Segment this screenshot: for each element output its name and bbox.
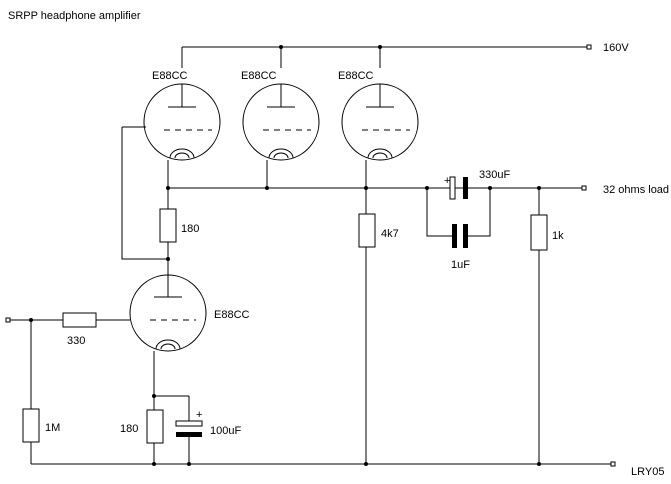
output-load-label: 32 ohms load [603,184,669,196]
supply-voltage-label: 160V [603,42,629,54]
grid-bias-wire [121,127,168,260]
output-capacitor-1uf: 1uF [426,188,491,271]
resistor-1m-label: 1M [45,422,60,434]
capacitor-100uf: + 100uF [175,396,241,464]
output-capacitor-330uf: + 330uF [444,169,510,200]
author-signature: LRY05 [631,466,664,478]
schematic-title: SRPP headphone amplifier [8,10,141,22]
capacitor-100uf-label: 100uF [210,425,241,437]
tube-bottom: E88CC [129,259,250,410]
resistor-180-upper-label: 180 [181,223,199,235]
cathode-bus: 32 ohms load [166,184,669,196]
capacitor-330uf-label: 330uF [479,169,510,181]
input-section: 330 [5,312,130,347]
capacitor-100uf-plus: + [196,409,202,421]
input-terminal [5,317,11,323]
tube-top-1: E88CC [143,70,221,188]
output-terminal [581,185,587,191]
tube-top-2: E88CC [241,70,320,188]
resistor-1k: 1k [530,188,564,464]
resistor-180-upper: 180 [159,188,199,261]
resistor-1m: 1M [22,320,60,464]
tube-top-3-label: E88CC [338,70,374,82]
resistor-330-label: 330 [67,335,85,347]
ground-rail [31,461,616,467]
resistor-4k7-label: 4k7 [381,228,399,240]
tube-top-2-label: E88CC [241,70,277,82]
resistor-1k-label: 1k [552,230,564,242]
tube-top-3: E88CC [338,70,419,188]
tube-top-1-label: E88CC [152,70,188,82]
resistor-180-lower: 180 [120,409,164,464]
tube-bottom-label: E88CC [214,309,250,321]
capacitor-330uf-plus: + [444,175,450,187]
capacitor-1uf-label: 1uF [451,259,470,271]
supply-rail: 160V [181,42,629,68]
resistor-180-lower-label: 180 [120,423,138,435]
resistor-4k7: 4k7 [358,188,399,464]
resistor-330 [62,312,97,328]
supply-terminal [586,44,592,50]
ground-terminal [610,461,616,467]
